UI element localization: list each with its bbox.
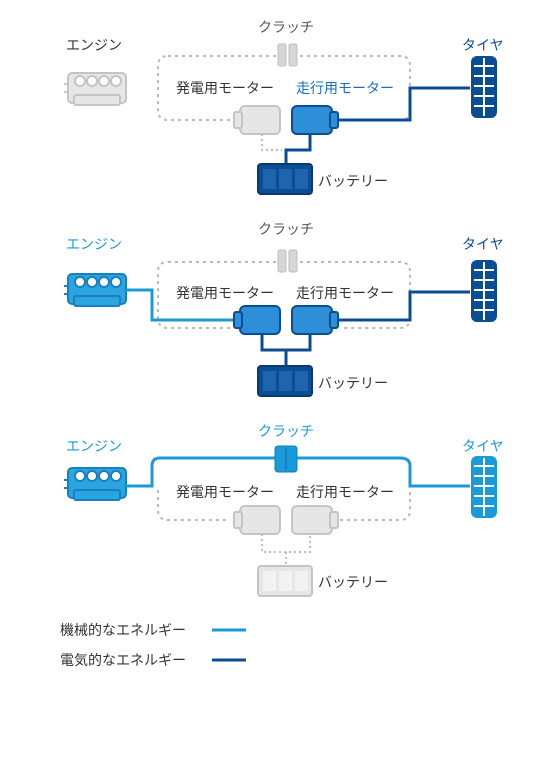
drive-motor-label: 走行用モーター	[296, 485, 394, 501]
generator-motor-label: 発電用モーター	[176, 485, 274, 501]
battery-label: バッテリー	[318, 174, 388, 190]
battery-icon	[257, 365, 313, 397]
tire-icon	[471, 56, 497, 118]
panel-ev-mode: エンジン クラッチ 発電用モーター 走行用モーター タイヤ	[64, 20, 504, 195]
tire-label: タイヤ	[462, 38, 504, 54]
engine-icon	[64, 273, 127, 307]
engine-label: エンジン	[66, 237, 122, 253]
engine-label: エンジン	[66, 38, 122, 54]
drivetrain-outline	[157, 55, 411, 121]
electric-line-motor-tire	[338, 86, 470, 122]
panel-engine-drive-mode: エンジン クラッチ 発電用モーター 走行用モーター	[64, 424, 504, 597]
electric-line-battery-motor	[284, 134, 312, 168]
inactive-connector	[261, 534, 311, 568]
engine-icon	[64, 72, 127, 106]
legend-electric-label: 電気的なエネルギー	[60, 653, 186, 669]
generator-motor-label: 発電用モーター	[176, 81, 274, 97]
tire-label: タイヤ	[462, 237, 504, 253]
inactive-connector	[261, 134, 282, 151]
drive-motor-icon	[291, 105, 339, 135]
generator-motor-label: 発電用モーター	[176, 286, 274, 302]
clutch-label: クラッチ	[258, 424, 314, 440]
tire-icon	[471, 456, 497, 518]
electric-line-generator-battery-motor	[260, 334, 312, 368]
electric-line-motor-tire	[338, 290, 470, 322]
drivetrain-outline	[157, 490, 411, 521]
generator-motor-icon	[233, 105, 281, 135]
generator-motor-icon	[233, 505, 281, 535]
battery-icon	[257, 163, 313, 195]
legend-mechanical-label: 機械的なエネルギー	[60, 623, 186, 639]
drive-motor-label: 走行用モーター	[296, 286, 394, 302]
panel-series-mode: エンジン クラッチ 発電用モーター 走行用モーター	[64, 222, 504, 397]
engine-label: エンジン	[66, 439, 122, 455]
clutch-icon	[277, 43, 298, 67]
engine-icon	[64, 467, 127, 501]
generator-motor-icon	[233, 305, 281, 335]
clutch-icon	[274, 445, 298, 473]
legend: 機械的なエネルギー 電気的なエネルギー	[60, 623, 246, 669]
clutch-label: クラッチ	[258, 20, 314, 36]
drive-motor-icon	[291, 305, 339, 335]
drive-motor-icon	[291, 505, 339, 535]
drivetrain-outline	[157, 261, 411, 329]
battery-label: バッテリー	[318, 575, 388, 591]
tire-label: タイヤ	[462, 439, 504, 455]
battery-icon	[257, 565, 313, 597]
mechanical-line-engine-generator	[126, 288, 240, 322]
drive-motor-label: 走行用モーター	[296, 81, 394, 97]
clutch-label: クラッチ	[258, 222, 314, 238]
mechanical-line-engine-tire	[126, 456, 470, 488]
battery-label: バッテリー	[318, 376, 388, 392]
tire-icon	[471, 260, 497, 322]
clutch-icon	[277, 249, 298, 273]
